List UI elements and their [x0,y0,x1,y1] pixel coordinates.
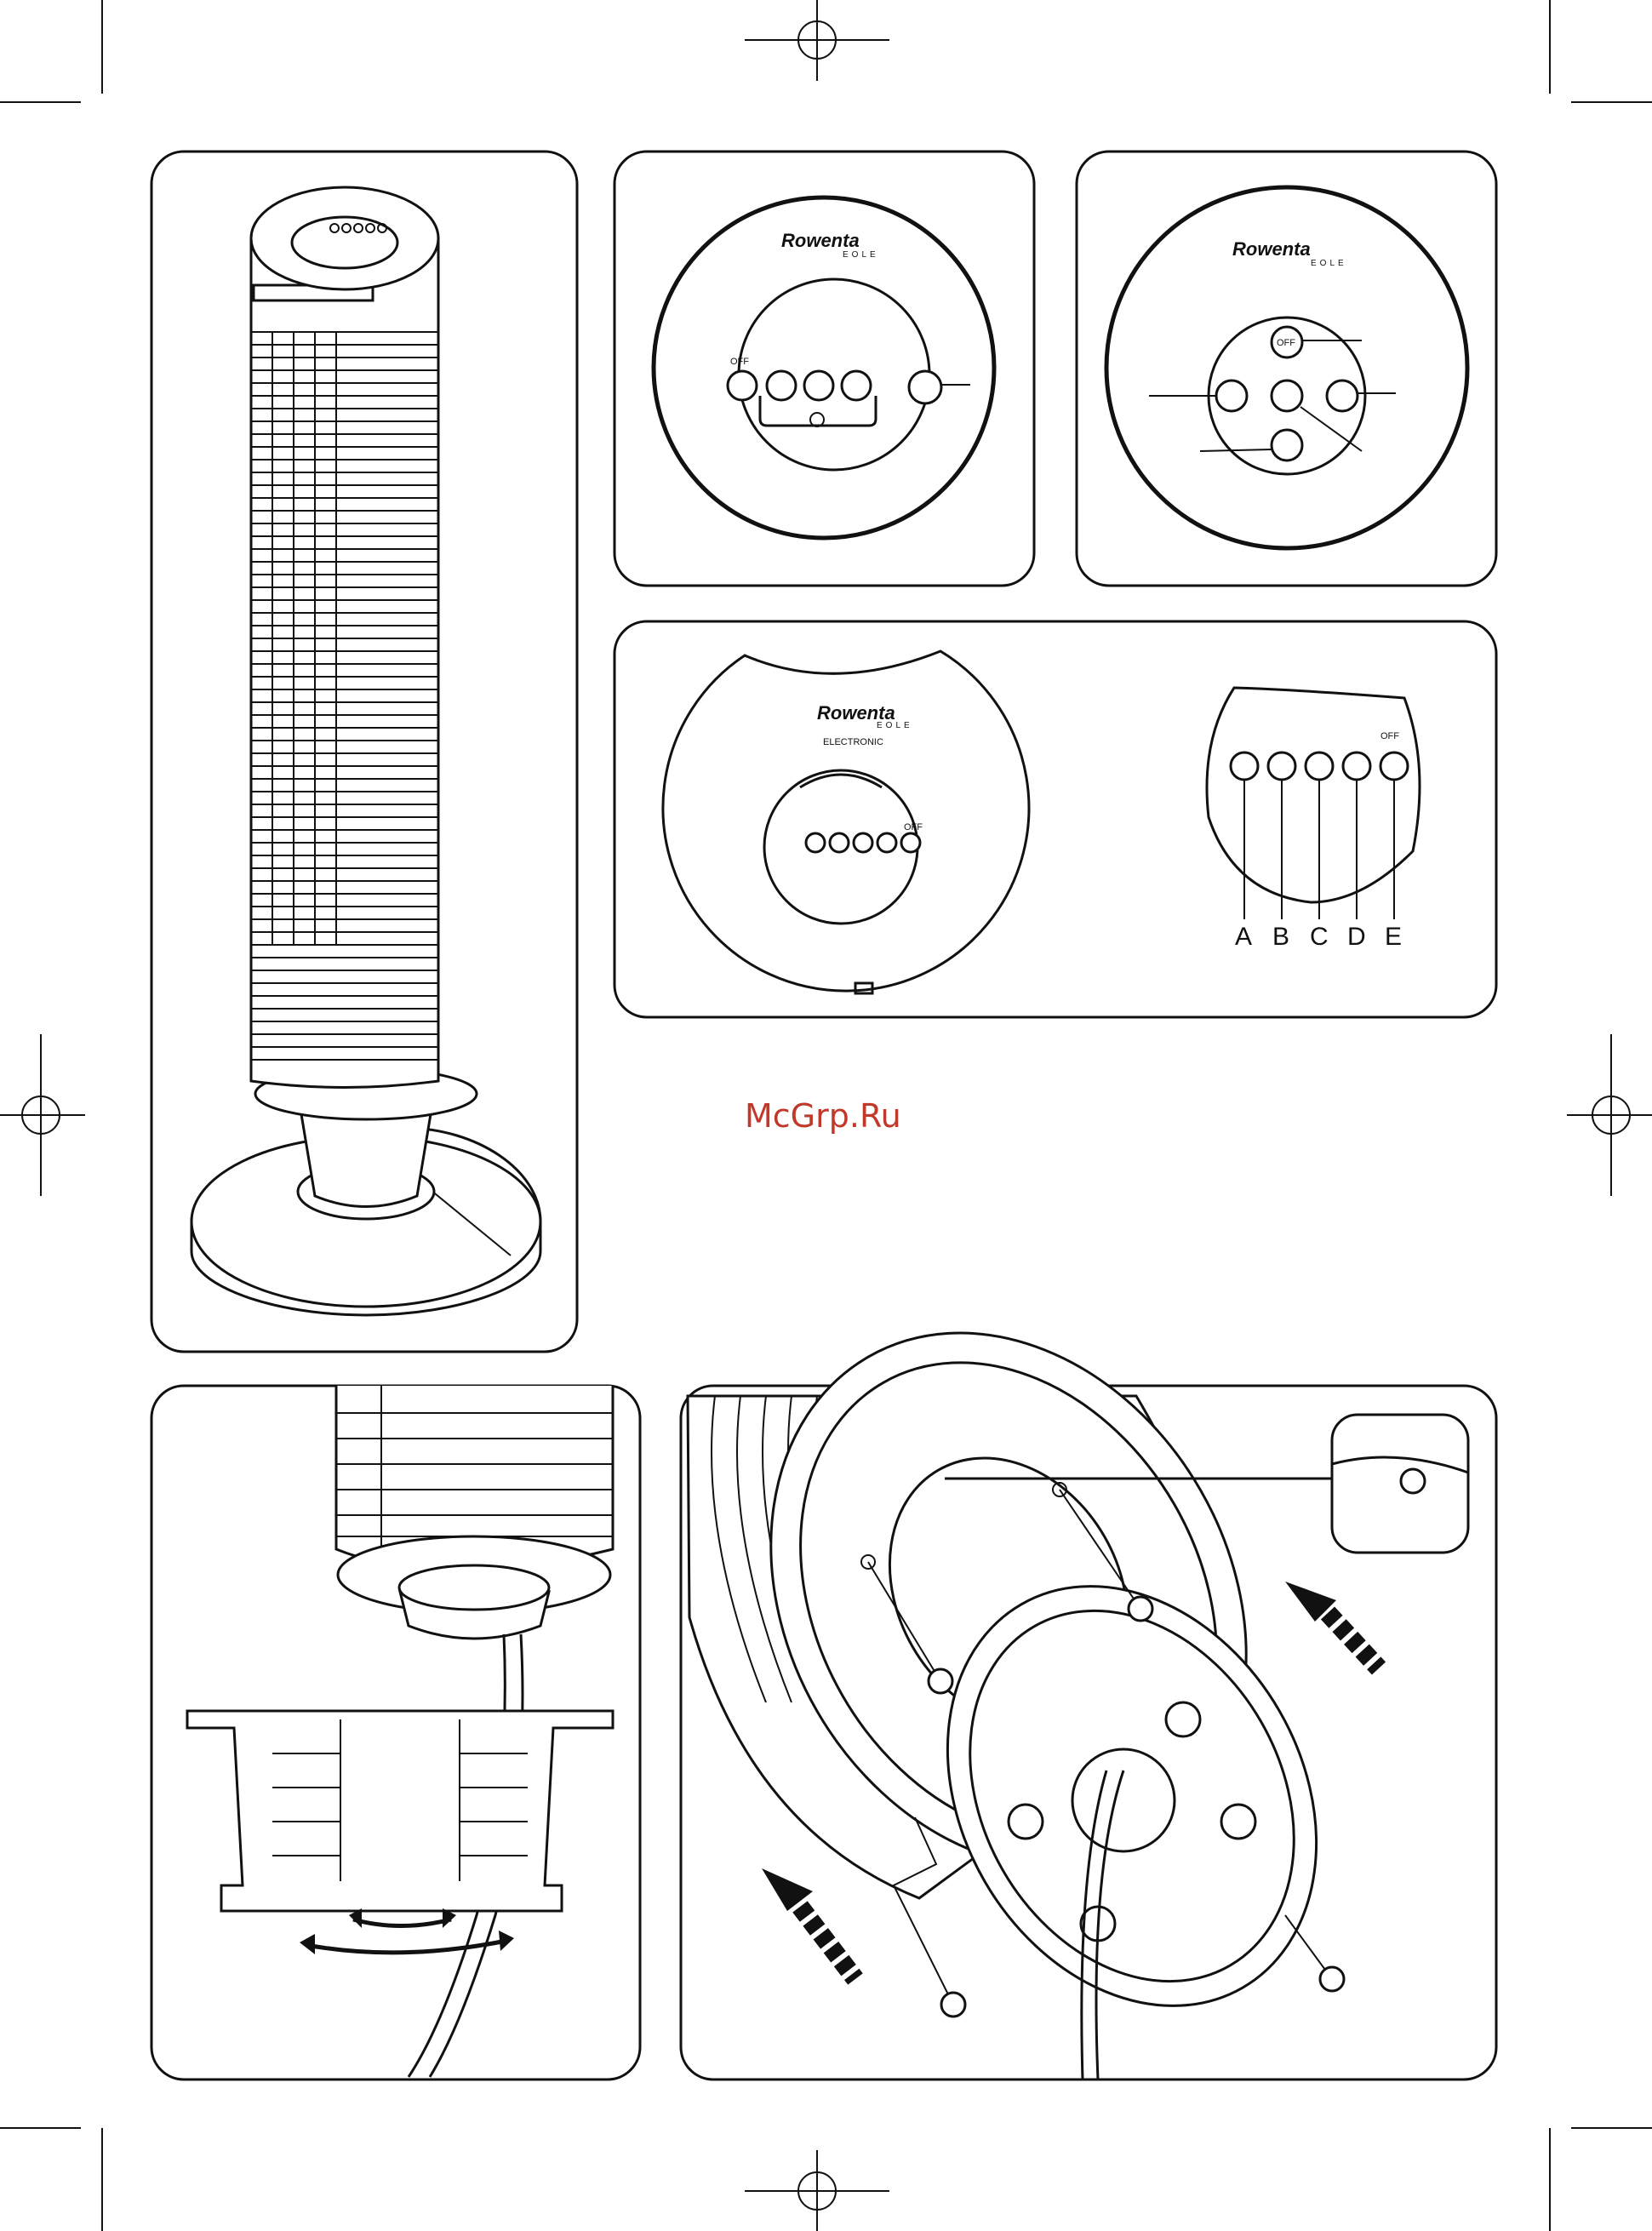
callout-e: E [1385,923,1402,951]
callout-a: A [1235,923,1252,951]
callout-b: B [1272,923,1289,951]
oscillation-button-b[interactable] [1272,430,1302,461]
timer-button-b[interactable] [1268,752,1295,780]
speed-3-button[interactable] [842,371,871,400]
timer-button-b[interactable] [1216,380,1247,411]
speed-1-button[interactable] [767,371,796,400]
off-label-b: OFF [1277,338,1295,348]
model-label-a: EOLE [843,250,879,260]
brand-logo-a: Rowenta [781,230,860,251]
speed-button-d[interactable] [1343,752,1370,780]
panel-screw-assembly [677,1246,1496,2079]
panel-base-attach [151,1386,640,2079]
oscillation-button-a[interactable] [1231,752,1258,780]
panel-electronic-control: Rowenta EOLE ELECTRONIC OFF OFF A B C D … [614,621,1496,1017]
model-label-c: EOLE [877,721,913,730]
brand-logo-b: Rowenta [1232,238,1311,260]
off-label-a: OFF [730,357,749,367]
speed-button-b[interactable] [1327,380,1358,411]
push-arrow-right [1285,1582,1379,1668]
oscillation-button[interactable] [909,371,941,403]
speed-2-button[interactable] [804,371,833,400]
off-button[interactable] [728,371,757,400]
panel-tower-fan [151,152,577,1352]
mode-button-c[interactable] [1306,752,1333,780]
panel-control-top-a: Rowenta EOLE OFF [614,152,1034,586]
subtitle-c: ELECTRONIC [823,737,883,747]
off-label-d: OFF [1380,731,1399,741]
model-label-b: EOLE [1311,259,1347,268]
off-button-e[interactable] [1380,752,1408,780]
watermark: McGrp.Ru [745,1097,901,1135]
panel-control-top-b: Rowenta EOLE OFF [1077,152,1496,586]
mode-button-b[interactable] [1272,380,1302,411]
push-arrow-left [762,1868,855,1979]
off-label-c: OFF [904,822,923,832]
callout-d: D [1347,923,1366,951]
callout-c: C [1310,923,1329,951]
